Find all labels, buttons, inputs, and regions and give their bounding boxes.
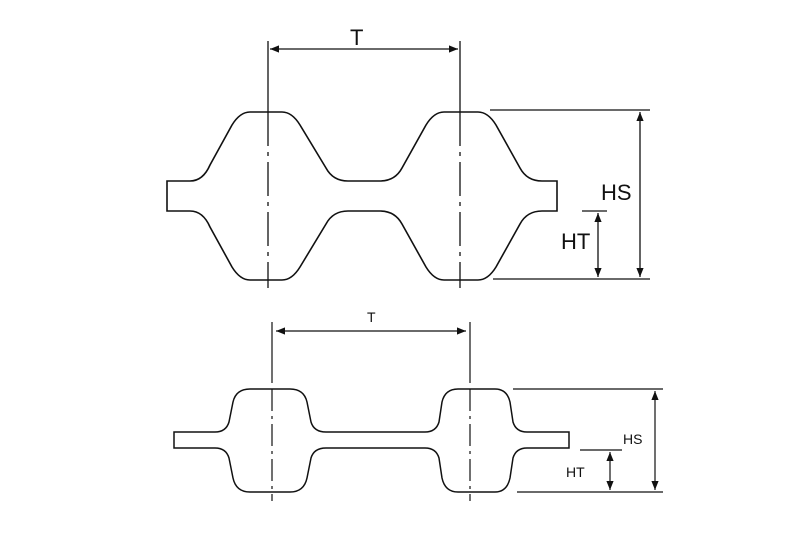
top-belt-profile <box>166 41 650 288</box>
bottom-belt-outline <box>173 388 570 493</box>
top-pitch-label: T <box>350 25 363 50</box>
top-hs-label: HS <box>601 180 632 205</box>
top-ht-label: HT <box>561 229 590 254</box>
bottom-belt-profile <box>173 322 663 501</box>
top-belt-outline <box>166 111 558 281</box>
bottom-ht-label: HT <box>566 464 585 480</box>
bottom-hs-label: HS <box>623 431 642 447</box>
bottom-pitch-label: T <box>367 309 376 325</box>
